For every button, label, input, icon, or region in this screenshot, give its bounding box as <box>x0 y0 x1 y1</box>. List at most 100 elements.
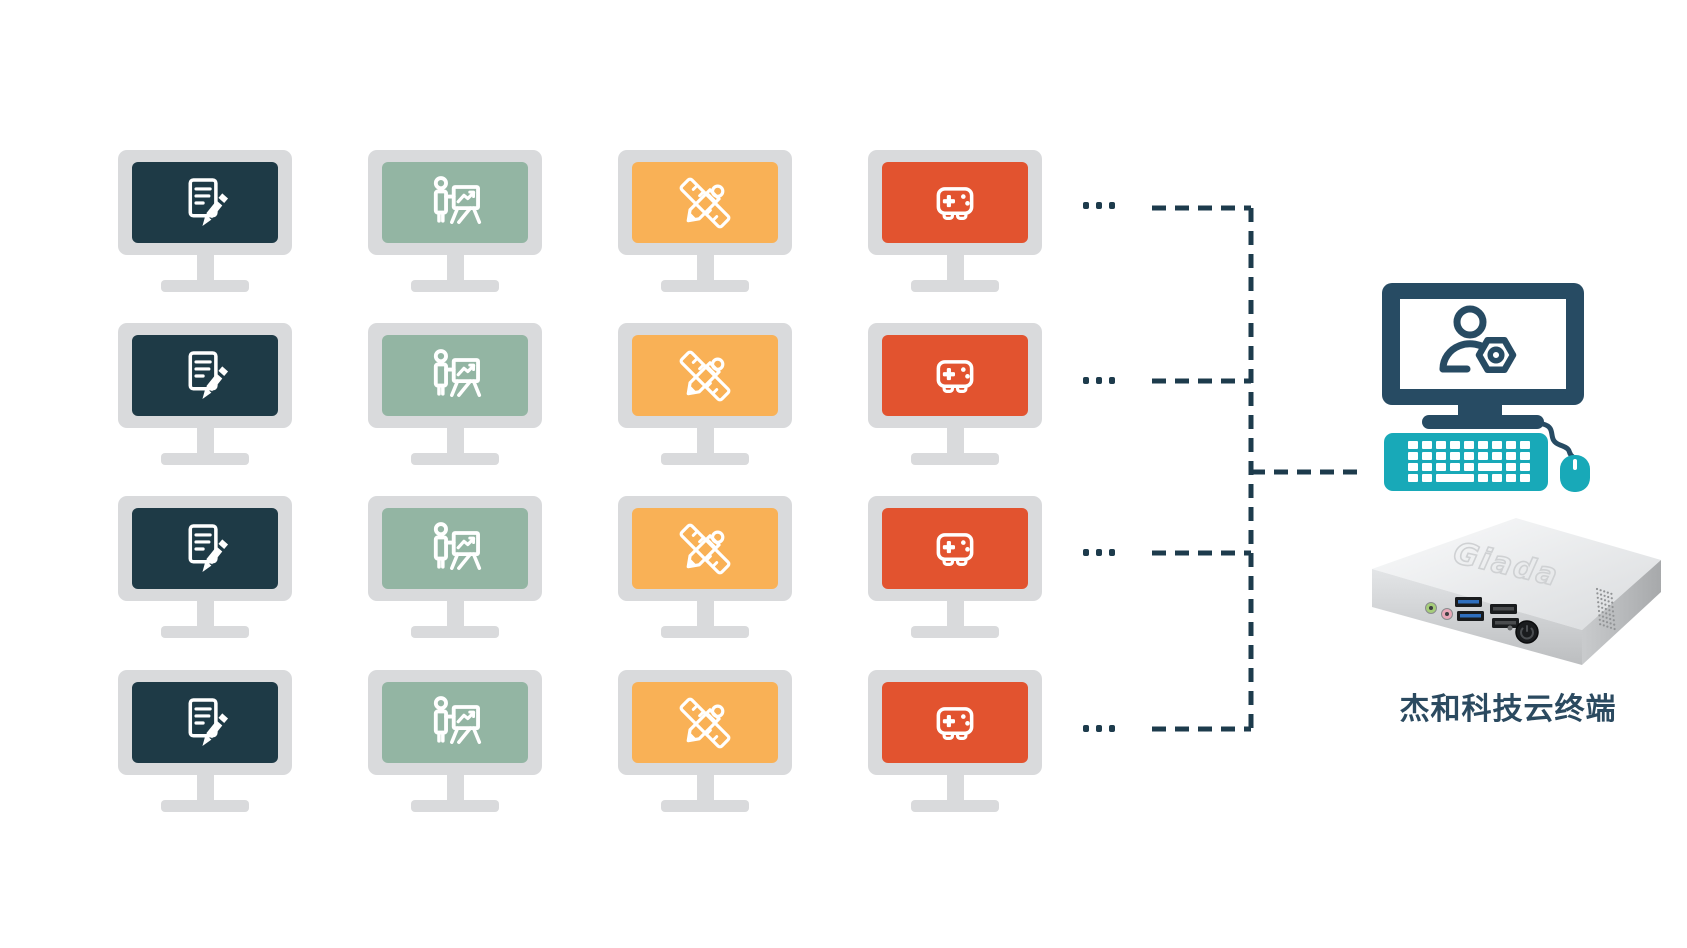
keyboard-key <box>1520 452 1530 460</box>
dot <box>1109 725 1115 732</box>
monitor-frame <box>118 150 292 255</box>
client-monitor-design-row1 <box>618 150 792 292</box>
dot <box>1096 549 1102 556</box>
client-monitor-office-document-row3 <box>118 496 292 638</box>
monitor-stand-neck <box>946 600 964 626</box>
monitor-stand-neck <box>946 774 964 800</box>
keyboard-key <box>1492 452 1502 460</box>
monitor-stand-base <box>911 800 999 812</box>
keyboard <box>1384 433 1548 491</box>
monitor-screen <box>882 162 1028 243</box>
vent-hole <box>1597 609 1601 613</box>
vent-hole <box>1611 605 1614 609</box>
dot <box>1083 377 1089 384</box>
monitor-stand-neck <box>696 774 714 800</box>
client-monitor-presentation-row3 <box>368 496 542 638</box>
vent-hole <box>1609 622 1612 625</box>
vent-hole <box>1596 592 1599 595</box>
terminal-label: 杰和科技云终端 <box>1399 692 1617 727</box>
ellipsis-dots-row4 <box>1083 725 1115 732</box>
client-monitor-design-row4 <box>618 670 792 812</box>
device-front-ports <box>1425 587 1616 644</box>
monitor-stand-base <box>911 626 999 638</box>
vent-hole <box>1595 587 1599 591</box>
monitor-stand-base <box>661 626 749 638</box>
vent-hole <box>1607 595 1610 599</box>
keyboard-key <box>1520 474 1530 482</box>
dot <box>1096 377 1102 384</box>
client-monitor-design-row3 <box>618 496 792 638</box>
keyboard-key <box>1506 463 1516 471</box>
monitor-stand-base <box>411 800 499 812</box>
vent-hole <box>1599 589 1602 592</box>
vent-hole <box>1598 614 1601 617</box>
vent-hole <box>1604 607 1607 611</box>
vent-holes <box>1595 587 1616 631</box>
monitor-frame <box>618 670 792 775</box>
keyboard-key <box>1450 441 1460 449</box>
vent-hole <box>1596 596 1599 599</box>
keyboard-key <box>1422 474 1432 482</box>
keyboard-key <box>1492 441 1502 449</box>
keyboard-key <box>1492 474 1502 482</box>
client-monitor-presentation-row4 <box>368 670 542 812</box>
vent-hole <box>1597 605 1600 608</box>
vent-hole <box>1603 599 1607 602</box>
monitor-screen <box>632 162 778 243</box>
monitor-screen <box>132 682 278 763</box>
keyboard-key <box>1478 452 1488 460</box>
client-monitor-presentation-row2 <box>368 323 542 465</box>
keyboard-key <box>1408 441 1418 449</box>
monitor-screen <box>132 162 278 243</box>
vent-hole <box>1612 614 1615 617</box>
vent-hole <box>1613 623 1616 626</box>
device-top-face <box>1372 518 1661 630</box>
keyboard-key <box>1478 474 1488 482</box>
keyboard-key <box>1450 452 1460 460</box>
vent-hole <box>1598 618 1601 621</box>
monitor-screen <box>382 162 528 243</box>
user-settings-icon <box>1439 305 1517 373</box>
vent-hole <box>1609 626 1613 629</box>
monitor-stand-neck <box>196 254 214 280</box>
vent-hole <box>1604 603 1607 606</box>
monitor-frame <box>118 496 292 601</box>
dot <box>1096 725 1102 732</box>
dot <box>1083 549 1089 556</box>
keyboard-key <box>1408 463 1418 471</box>
monitor-stand-neck <box>196 774 214 800</box>
monitor-stand-neck <box>446 254 464 280</box>
dot <box>1083 725 1089 732</box>
keyboard-key <box>1408 452 1418 460</box>
keyboard-key <box>1436 474 1474 482</box>
monitor-stand-base <box>661 453 749 465</box>
monitor-stand-neck <box>446 427 464 453</box>
monitor-stand-base <box>161 280 249 292</box>
monitor-stand-neck <box>946 254 964 280</box>
vent-hole <box>1601 615 1605 618</box>
keyboard-key <box>1464 441 1474 449</box>
client-monitor-gaming-row3 <box>868 496 1042 638</box>
monitor-screen <box>882 335 1028 416</box>
monitor-stand-base <box>161 800 249 812</box>
client-monitor-design-row2 <box>618 323 792 465</box>
monitor-stand-base <box>661 800 749 812</box>
mouse <box>1560 455 1590 492</box>
vent-hole <box>1613 627 1616 631</box>
vent-hole <box>1611 610 1615 613</box>
keyboard-key <box>1464 463 1474 471</box>
monitor-stand-base <box>411 453 499 465</box>
keyboard-key <box>1506 441 1516 449</box>
monitor-frame <box>368 670 542 775</box>
keyboard-key <box>1436 452 1446 460</box>
monitor-frame <box>118 323 292 428</box>
client-monitor-gaming-row4 <box>868 670 1042 812</box>
keyboard-key <box>1436 441 1446 449</box>
monitor-stand-base <box>161 453 249 465</box>
vent-hole <box>1601 611 1604 614</box>
vent-hole <box>1605 616 1608 619</box>
monitor-stand-neck <box>696 427 714 453</box>
